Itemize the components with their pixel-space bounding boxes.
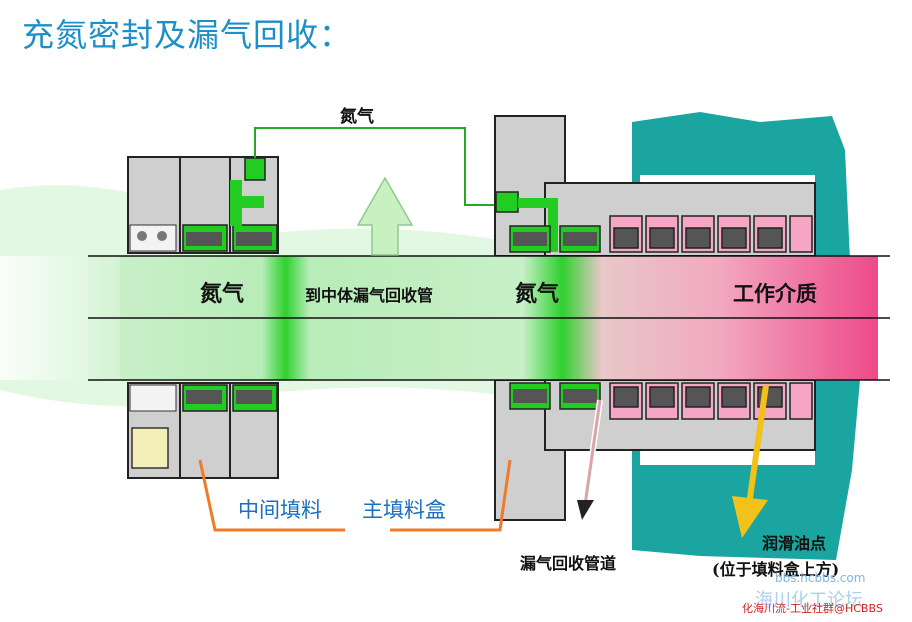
watermark-forum: 海川化工论坛	[755, 590, 863, 611]
flow-up-arrow	[356, 176, 414, 256]
label-to-leak-pipe: 到中体漏气回收管	[305, 286, 433, 305]
label-lube-point-note: (位于填料盒上方)	[712, 560, 839, 579]
bracket-right	[390, 459, 512, 532]
label-leak-recovery-pipe: 漏气回收管道	[520, 554, 616, 573]
left-packing-bottom	[127, 382, 279, 479]
label-main-packing-box: 主填料盒	[362, 498, 446, 522]
pink-cups-top	[609, 215, 813, 253]
bracket-left	[198, 459, 345, 532]
label-middle-packing: 中间填料	[238, 498, 322, 522]
page-title: 充氮密封及漏气回收：	[22, 16, 353, 54]
left-nitrogen-fitting	[230, 157, 266, 226]
label-nitrogen-right: 氮气	[515, 281, 559, 307]
watermark-credit: 化海川流-工业社群@HCBBS	[742, 601, 883, 615]
watermark-url: bbs.hcbbs.com	[775, 571, 865, 585]
label-lube-point: 润滑油点	[762, 534, 826, 553]
leak-recovery-arrow	[577, 399, 603, 520]
pink-cups-bottom	[609, 382, 813, 420]
nitrogen-line	[254, 127, 495, 206]
label-working-medium: 工作介质	[733, 281, 817, 306]
label-nitrogen-left: 氮气	[200, 281, 244, 307]
lube-arrow	[732, 384, 769, 538]
label-nitrogen-top: 氮气	[340, 106, 374, 127]
